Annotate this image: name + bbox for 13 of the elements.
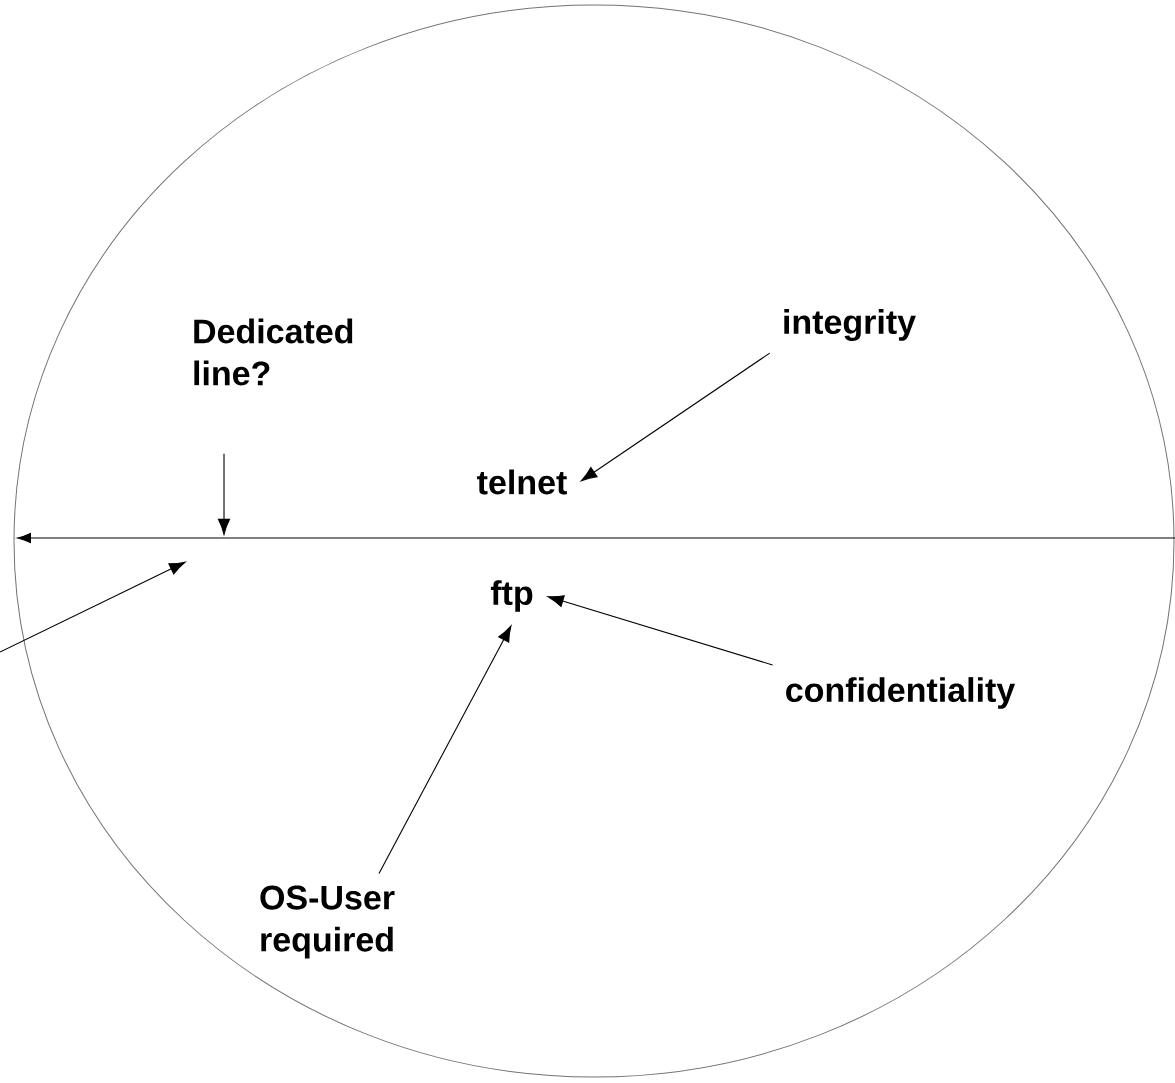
arrow bbox=[17, 532, 1175, 544]
label-text: confidentiality bbox=[786, 677, 1016, 709]
arrow bbox=[547, 595, 774, 666]
label-text: integrity bbox=[784, 309, 916, 341]
arrow bbox=[378, 625, 512, 874]
label-text: Dedicated line? bbox=[194, 318, 353, 386]
label-text: ftp bbox=[490, 580, 533, 612]
ellipse bbox=[13, 4, 1175, 1078]
label-text: telnet bbox=[477, 469, 567, 495]
label-text: OS-User required bbox=[260, 885, 395, 959]
arrow bbox=[0, 561, 186, 653]
arrow bbox=[217, 453, 231, 535]
arrow bbox=[580, 352, 771, 482]
